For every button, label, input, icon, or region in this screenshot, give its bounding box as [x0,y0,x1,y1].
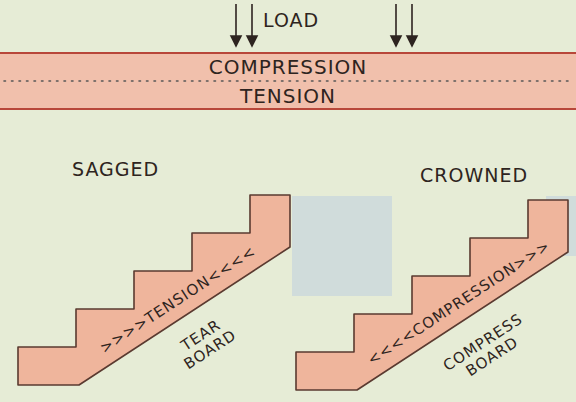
stair-outline [296,200,568,390]
beam-edge [0,52,576,54]
crowned-stair: <<<<COMPRESSION>>>COMPRESS BOARD [296,200,568,390]
stair-outline [18,195,290,385]
board-label: TEAR BOARD [172,312,240,373]
stair-stringer [18,195,290,385]
state-label: SAGGED [72,160,159,179]
board-label: TENSION [240,86,336,106]
beam-fill [0,52,576,110]
shade-panel [292,196,392,296]
stress-label: COMPRESSION [209,57,368,77]
load-label: LOAD [263,11,319,30]
sagged-stair: >>>>TENSION<<<<TEAR BOARD [18,195,290,385]
beam-band: COMPRESSION TENSION [0,52,576,110]
state-label: CROWNED [420,166,528,185]
beam-edge [0,108,576,110]
stair-stringer [296,200,568,390]
load-arrows [231,4,417,46]
neutral-axis [4,80,572,82]
